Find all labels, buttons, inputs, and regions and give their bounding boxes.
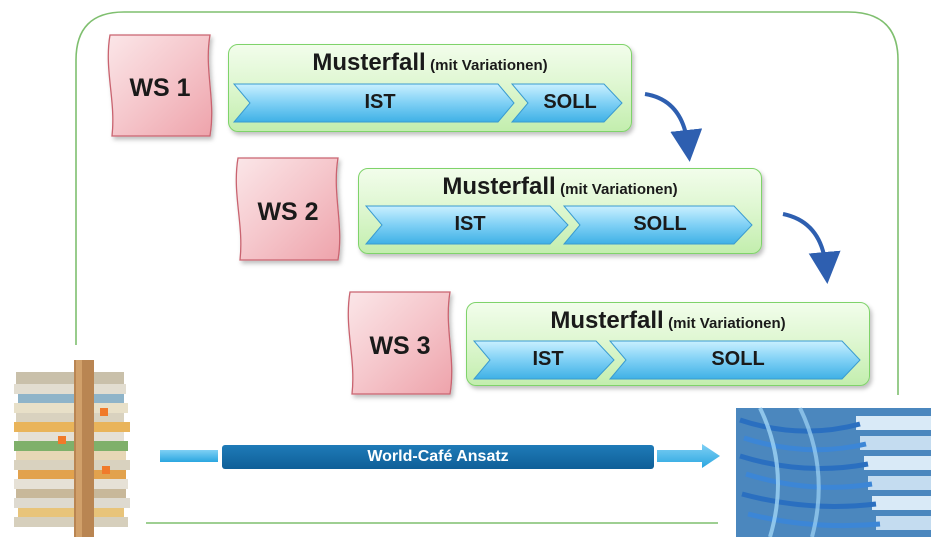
- soll-chevron-1: [510, 83, 623, 123]
- flow-arrow-right: [657, 444, 720, 468]
- soll-chevron-2: [562, 205, 753, 245]
- musterfall-label-2: Musterfall: [442, 173, 556, 200]
- musterfall-label-3: Musterfall: [550, 307, 664, 334]
- variations-label-3: (mit Variationen): [668, 315, 786, 332]
- ist-label-2: IST: [454, 213, 486, 235]
- soll-chevron-3: [608, 340, 861, 380]
- soll-label-1: SOLL: [543, 91, 597, 113]
- musterfall-title-3: Musterfall (mit Variationen): [467, 309, 869, 333]
- paper-stack-icon: [14, 360, 130, 537]
- curved-arrow-1: [644, 92, 703, 162]
- ws3-card: [347, 291, 453, 395]
- ist-chevron-3: [472, 340, 615, 380]
- ws2-label: WS 2: [257, 198, 319, 226]
- curved-arrow-2: [782, 212, 841, 284]
- ist-chevron-1: [232, 83, 515, 123]
- ist-chevron-2: [364, 205, 569, 245]
- ws1-label: WS 1: [129, 74, 191, 102]
- musterfall-title-1: Musterfall (mit Variationen): [229, 51, 631, 75]
- ws1-card: [107, 34, 213, 137]
- world-cafe-banner: World-Café Ansatz: [222, 445, 654, 469]
- musterfall-title-2: Musterfall (mit Variationen): [359, 175, 761, 199]
- ist-label-3: IST: [532, 348, 564, 370]
- musterfall-label-1: Musterfall: [312, 49, 426, 76]
- soll-label-2: SOLL: [633, 213, 687, 235]
- ist-label-1: IST: [364, 91, 396, 113]
- network-cables-icon: [736, 407, 931, 537]
- flow-bar-left: [160, 450, 218, 462]
- ws3-label: WS 3: [369, 332, 431, 360]
- variations-label-1: (mit Variationen): [430, 57, 548, 74]
- variations-label-2: (mit Variationen): [560, 181, 678, 198]
- ws2-card: [235, 157, 341, 261]
- soll-label-3: SOLL: [711, 348, 765, 370]
